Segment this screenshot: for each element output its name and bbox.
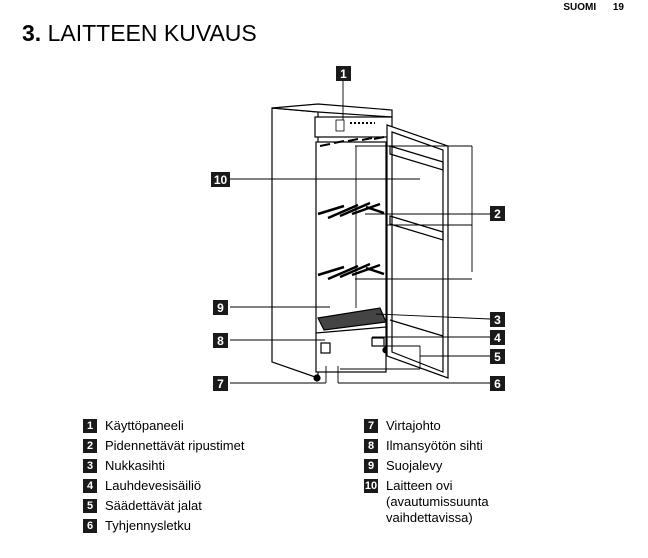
svg-text:4: 4 [494,331,501,345]
callout-2: 2 [490,206,505,221]
air-inlet-filter [320,342,331,354]
callout-3: 3 [490,312,505,327]
callout-10: 10 [211,172,230,187]
callout-4: 4 [490,330,505,345]
legend-number: 8 [364,439,378,453]
legend-label: Lauhdevesisäiliö [105,478,202,493]
water-tank [371,337,385,347]
callout-8: 8 [213,333,228,348]
svg-text:2: 2 [494,207,501,221]
cabinet-top [271,103,393,118]
legend-number: 4 [83,479,97,493]
page-header: SUOMI 19 [549,2,624,13]
hanger-row-lower [317,262,385,281]
legend-label: Ilmansyötön sihti [386,438,483,453]
legend-number: 10 [364,479,378,493]
section-title: LAITTEEN KUVAUS [47,20,257,46]
cabinet-opening [315,141,387,373]
control-panel [314,116,393,138]
legend-item: 9 Suojalevy [364,458,442,474]
foot-left [313,374,321,382]
callout-6: 6 [490,376,505,391]
lint-filter [317,307,387,331]
legend-item: 5 Säädettävät jalat [83,498,202,514]
svg-text:8: 8 [217,334,224,348]
hanger-row-upper [317,201,385,220]
legend-number: 3 [83,459,97,473]
svg-text:1: 1 [340,67,347,81]
callout-5: 5 [490,349,505,364]
callout-1: 1 [336,66,351,81]
legend-number: 2 [83,439,97,453]
svg-text:5: 5 [494,350,501,364]
legend-label: Suojalevy [386,458,443,473]
top-hanger-row [319,136,385,147]
legend-number: 7 [364,419,378,433]
svg-text:6: 6 [494,377,501,391]
page-number: 19 [612,2,624,13]
language-label: SUOMI [563,2,597,13]
svg-text:3: 3 [494,313,501,327]
legend-item: 7 Virtajohto [364,418,441,434]
legend-item: 3 Nukkasihti [83,458,165,474]
cabinet-side [271,107,319,379]
svg-text:7: 7 [217,377,224,391]
legend-item: 2 Pidennettävät ripustimet [83,438,244,454]
legend-number: 6 [83,519,97,533]
legend-label: Tyhjennysletku [105,518,191,533]
section-number: 3. [22,20,42,46]
legend-label: Virtajohto [386,418,441,433]
legend-label: Käyttöpaneeli [105,418,184,433]
appliance-diagram: 1 10 2 9 3 8 4 5 7 6 [211,66,505,391]
legend-item: 8 Ilmansyötön sihti [364,438,483,454]
callout-9: 9 [213,300,228,315]
door [386,124,449,379]
legend-label: Säädettävät jalat [105,498,202,513]
legend-item: 10 Laitteen ovi (avautumissuunta vaihdett… [364,478,489,526]
legend-item: 6 Tyhjennysletku [83,518,191,534]
legend-label: Pidennettävät ripustimet [105,438,245,453]
legend-item: 4 Lauhdevesisäiliö [83,478,201,494]
legend-label: Laitteen ovi (avautumissuunta vaihdettav… [386,478,489,525]
legend-number: 1 [83,419,97,433]
legend-number: 5 [83,499,97,513]
page-title: 3. LAITTEEN KUVAUS [22,20,257,47]
callout-7: 7 [213,376,228,391]
callout-labels: 1 10 2 9 3 8 4 5 7 6 [211,66,505,391]
legend-label: Nukkasihti [105,458,165,473]
svg-text:9: 9 [217,301,224,315]
legend-item: 1 Käyttöpaneeli [83,418,184,434]
svg-text:10: 10 [214,173,228,187]
legend-number: 9 [364,459,378,473]
